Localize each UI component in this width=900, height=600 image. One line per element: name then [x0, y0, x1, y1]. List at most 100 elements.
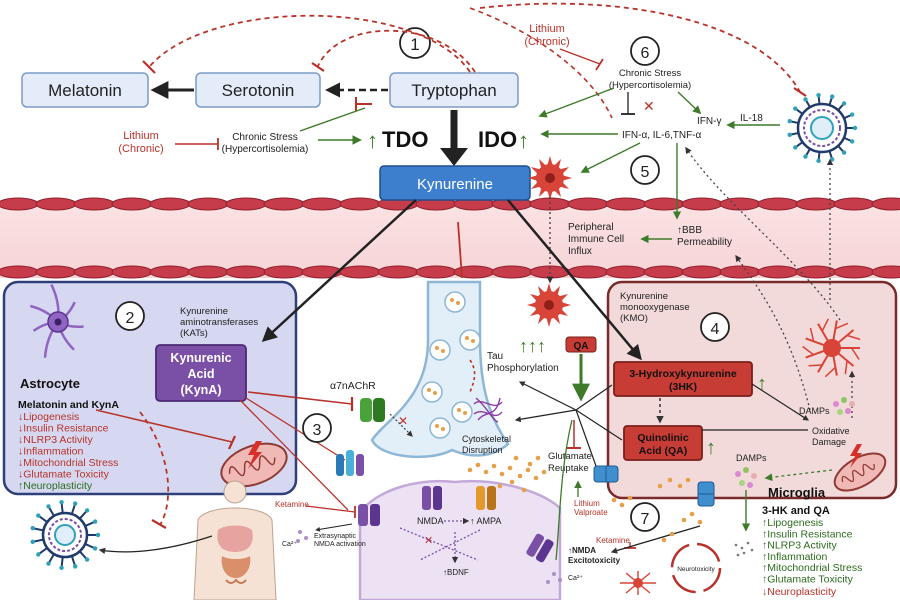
damps-1-label: DAMPs [799, 406, 830, 416]
vesicle [421, 381, 443, 403]
micro-list-red: ↓Neuroplasticity [762, 586, 837, 598]
dashed-arc-right [479, 2, 801, 93]
a7nachr-label: α7nAChR [330, 380, 376, 392]
effect-item: ↓Insulin Resistance [18, 423, 109, 435]
endothelial-cell [415, 265, 457, 279]
endothelial-cell [567, 265, 609, 279]
human-body-figure [193, 480, 277, 600]
red-x-mark: ✕ [643, 98, 655, 114]
step-7-circle [630, 502, 660, 532]
vesicle [459, 329, 481, 351]
astrocyte-panel [2, 280, 298, 496]
effect-item: ↑Glutamate Toxicity [762, 574, 854, 586]
lithium-right-l1: Lithium [529, 23, 564, 35]
ketamine-left: Ketamine [275, 500, 309, 509]
endothelial-cell [35, 265, 77, 279]
serotonin-box [195, 72, 321, 108]
arc-bar-1 [142, 60, 156, 74]
dashed-mito-damps [764, 469, 833, 482]
micro-effects-list: ↑Lipogenesis↑Insulin Resistance↑NLRP3 Ac… [762, 517, 862, 586]
step-5-circle [630, 155, 660, 185]
dotted-a7-down [389, 413, 413, 437]
tdo-up-arrow: ↑ [367, 128, 378, 153]
cyto-l1: Cytoskeletal [462, 434, 511, 444]
ox-l2: Damage [812, 437, 846, 447]
effect-item: ↓Glutamate Toxicity [18, 469, 110, 481]
step-3-label: 3 [313, 422, 322, 439]
red-x-a7: ✕ [398, 414, 408, 428]
step-4-label: 4 [711, 321, 720, 338]
glutamate-dot [467, 467, 473, 473]
microglia-label: Microglia [768, 485, 826, 500]
endothelial-cell [339, 197, 381, 211]
step-2-label: 2 [126, 310, 135, 327]
step-7-label: 7 [641, 511, 650, 528]
neurotoxicity-cycle: Neurotoxicity [670, 542, 722, 594]
blood-brain-barrier [0, 197, 900, 279]
endothelial-cell [0, 265, 39, 279]
lithium-left-l1: Lithium [123, 130, 158, 142]
kyna-l2: Acid [187, 367, 214, 381]
glutamate-dot [517, 473, 523, 479]
glutamate-dot [521, 487, 527, 493]
il18-label: IL-18 [740, 113, 763, 124]
endothelial-cell [111, 265, 153, 279]
ketamine-right: Ketamine [596, 536, 630, 545]
arrow-cytokines-cell [580, 142, 641, 173]
endothelial-cell [567, 197, 609, 211]
dashed-arc-serotonin [317, 29, 476, 73]
arc-bar-2 [311, 62, 325, 72]
kats-l1: Kynurenine [180, 306, 228, 317]
dotted-microglia-bbb [735, 254, 811, 411]
effect-item: ↑NLRP3 Activity [762, 540, 837, 552]
effect-item: ↑Lipogenesis [762, 517, 823, 529]
peripheral-l1: Peripheral [568, 222, 614, 233]
glutamate-dot [667, 477, 673, 483]
glutamate-dot [527, 461, 533, 467]
step-6-label: 6 [641, 45, 650, 62]
lithium-val-l2: Valproate [574, 508, 608, 517]
endothelial-cell [339, 265, 381, 279]
endothelial-cell [263, 265, 305, 279]
endothelial-cell [377, 265, 419, 279]
endothelial-cell [719, 197, 761, 211]
tau-l2: Phosphorylation [487, 363, 559, 374]
3hk-box [613, 361, 753, 397]
astrocyte-cell-icon [29, 284, 84, 358]
endothelial-cell [225, 197, 267, 211]
effect-item: ↓Mitochondrial Stress [18, 457, 118, 469]
qa-small-label: QA [574, 341, 589, 352]
endothelial-cell [187, 197, 229, 211]
kyna-l1: Kynurenic [170, 351, 231, 365]
inhibit-bar [228, 435, 236, 450]
extra-l2: NMDA activation [314, 541, 366, 548]
mitochondrion-astro [220, 442, 288, 488]
endothelial-cell [681, 197, 723, 211]
endothelial-cell [757, 265, 799, 279]
a7nachr-receptor [360, 398, 385, 422]
endothelial-cell [795, 265, 837, 279]
melatonin-label: Melatonin [48, 81, 122, 100]
endothelial-cell [453, 265, 495, 279]
3hk-l1: 3-Hydroxykynurenine [629, 368, 737, 380]
glutamate-dot [689, 511, 695, 517]
dotted-microglia-ifn [685, 146, 841, 321]
glutamate-transporter [593, 465, 619, 483]
microglia-cell-icon [802, 318, 861, 378]
arrow-hub-3hk-1 [575, 384, 613, 411]
dashed-arc-melatonin [149, 14, 471, 73]
damps-2-label: DAMPs [736, 453, 767, 463]
qa-l1: Quinolinic [637, 432, 688, 444]
ca-left: Ca²⁺ [282, 541, 297, 548]
glutamate-dot [507, 465, 513, 471]
effect-item: ↑Insulin Resistance [762, 528, 853, 540]
postsynaptic-neuron [358, 479, 562, 600]
effect-item: ↓NLRP3 Activity [18, 434, 93, 446]
glutamate-dot [677, 483, 683, 489]
lithium-right-l2: (Chronic) [524, 36, 569, 48]
cytoskeleton-tangle [473, 397, 503, 423]
inhibit-kyna-a7 [247, 391, 353, 405]
astro-effects-list: ↓Lipogenesis↓Insulin Resistance↓NLRP3 Ac… [18, 411, 118, 481]
endothelial-cell [833, 197, 875, 211]
